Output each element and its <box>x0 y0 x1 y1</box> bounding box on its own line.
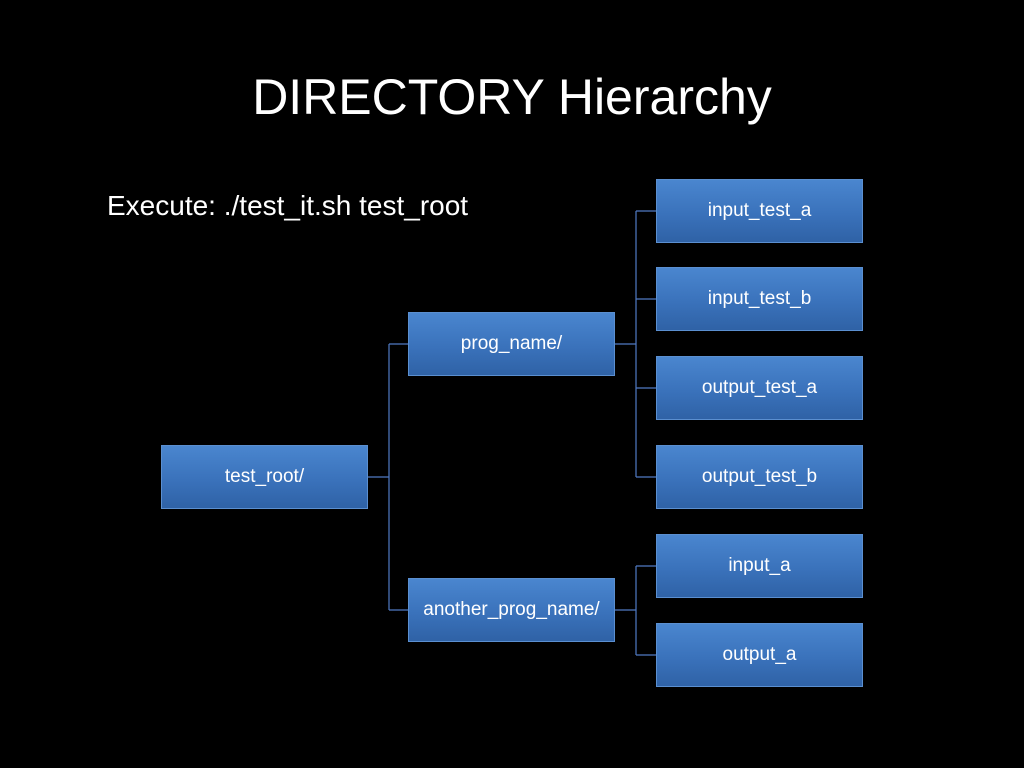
node-input-test-a: input_test_a <box>656 179 863 243</box>
node-label: another_prog_name/ <box>423 599 600 620</box>
node-label: prog_name/ <box>460 333 563 354</box>
node-label: test_root/ <box>224 466 305 487</box>
command-text: Execute: ./test_it.sh test_root <box>107 190 469 221</box>
node-output-test-a: output_test_a <box>656 356 863 420</box>
node-label: input_test_a <box>707 200 812 221</box>
node-label: input_a <box>728 555 791 576</box>
slide-title: DIRECTORY Hierarchy <box>252 69 772 125</box>
node-input-test-b: input_test_b <box>656 267 863 331</box>
node-label: output_test_b <box>701 466 818 487</box>
node-output-a: output_a <box>656 623 863 687</box>
node-label: input_test_b <box>707 288 812 309</box>
node-input-a: input_a <box>656 534 863 598</box>
node-prog-name: prog_name/ <box>408 312 615 376</box>
node-another-prog-name: another_prog_name/ <box>408 578 615 642</box>
node-label: output_a <box>722 644 797 665</box>
node-output-test-b: output_test_b <box>656 445 863 509</box>
node-test-root: test_root/ <box>161 445 368 509</box>
node-label: output_test_a <box>701 377 818 398</box>
